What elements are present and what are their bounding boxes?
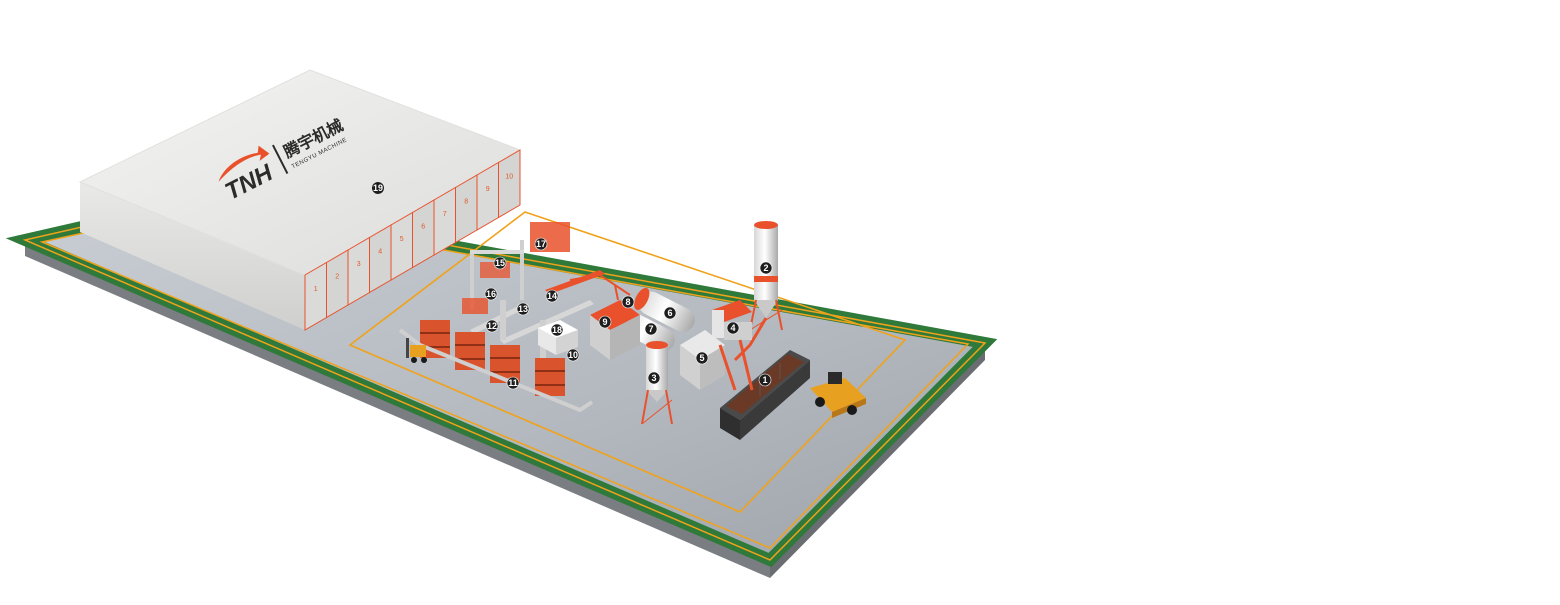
station-marker: 14 <box>545 289 559 303</box>
station-marker-label: 9 <box>602 317 607 327</box>
warehouse-bay-door <box>412 199 435 269</box>
warehouse-bay-number: 5 <box>400 236 404 243</box>
warehouse-bay-number: 3 <box>357 261 361 268</box>
warehouse-bay-number: 7 <box>443 211 447 218</box>
station-marker: 9 <box>598 315 612 329</box>
station-marker-dot <box>758 373 772 387</box>
station-marker: 1 <box>758 373 772 387</box>
work-zone-outline <box>348 211 907 513</box>
warehouse-bay-door <box>304 261 327 331</box>
station-marker-dot <box>484 287 498 301</box>
logo-divider <box>272 144 289 175</box>
product-conveyor <box>470 270 605 344</box>
warehouse-bay-door <box>347 236 370 306</box>
control-cabinet <box>538 320 578 355</box>
station-marker: 16 <box>484 287 498 301</box>
station-marker-dot <box>516 302 530 316</box>
warehouse-bay-number: 6 <box>421 223 425 230</box>
station-marker-label: 17 <box>536 239 546 249</box>
station-marker-label: 2 <box>763 263 768 273</box>
warehouse-bay-door <box>476 161 499 231</box>
station-marker-label: 11 <box>508 378 518 388</box>
station-marker-label: 5 <box>699 353 704 363</box>
warehouse-bay-number: 4 <box>378 248 382 255</box>
warehouse-bay-door <box>433 186 456 256</box>
station-marker-dot <box>566 348 580 362</box>
station-marker: 11 <box>506 376 520 390</box>
station-marker-dot <box>663 306 677 320</box>
warehouse-bay-number: 9 <box>486 186 490 193</box>
forklift-icon <box>406 338 427 363</box>
station-marker-dot <box>545 289 559 303</box>
station-marker: 12 <box>485 319 499 333</box>
station-marker: 4 <box>726 321 740 335</box>
station-marker-dot <box>550 323 564 337</box>
station-marker-label: 13 <box>518 304 528 314</box>
station-marker: 5 <box>695 351 709 365</box>
station-marker: 3 <box>647 371 661 385</box>
warehouse-bay-door <box>369 224 392 294</box>
warehouse-bay-number: 8 <box>464 198 468 205</box>
warehouse-bay-number: 10 <box>505 173 513 180</box>
warehouse-bay-door <box>498 149 521 219</box>
warehouse-bay-number: 1 <box>314 286 318 293</box>
station-marker: 15 <box>493 256 507 270</box>
station-marker-label: 15 <box>495 258 505 268</box>
station-marker-dot <box>598 315 612 329</box>
station-marker-label: 3 <box>651 373 656 383</box>
station-marker-label: 18 <box>552 325 562 335</box>
station-marker-dot <box>726 321 740 335</box>
mixer-tower <box>680 300 754 391</box>
warehouse-bay-door <box>326 249 349 319</box>
station-marker-label: 12 <box>487 321 497 331</box>
station-marker-dot <box>621 295 635 309</box>
warehouse-marker-label: 19 <box>373 183 383 193</box>
logo-swoosh-icon <box>218 145 270 182</box>
station-marker-label: 14 <box>547 291 557 301</box>
station-marker-label: 7 <box>648 324 653 334</box>
station-marker-label: 16 <box>486 289 496 299</box>
warehouse-bay-door <box>390 211 413 281</box>
station-marker: 17 <box>534 237 548 251</box>
station-marker-label: 10 <box>568 350 578 360</box>
pallet-racks <box>398 320 594 413</box>
station-marker-label: 4 <box>730 323 735 333</box>
loader-icon <box>810 372 866 418</box>
station-marker: 2 <box>759 261 773 275</box>
station-marker-dot <box>493 256 507 270</box>
station-marker: 6 <box>663 306 677 320</box>
station-marker-label: 1 <box>762 375 767 385</box>
station-marker-dot <box>534 237 548 251</box>
station-marker: 13 <box>516 302 530 316</box>
warehouse-marker: 19 <box>372 182 384 194</box>
station-marker-dot <box>506 376 520 390</box>
station-marker-dot <box>695 351 709 365</box>
station-marker-label: 8 <box>625 297 630 307</box>
station-marker-dot <box>647 371 661 385</box>
station-marker-dot <box>644 322 658 336</box>
station-marker-dot <box>485 319 499 333</box>
warehouse-bay-number: 2 <box>335 273 339 280</box>
station-marker-dot <box>759 261 773 275</box>
station-marker: 7 <box>644 322 658 336</box>
warehouse-bay-door <box>455 174 478 244</box>
station-marker-label: 6 <box>667 308 672 318</box>
station-marker: 18 <box>550 323 564 337</box>
station-marker: 8 <box>621 295 635 309</box>
station-marker: 10 <box>566 348 580 362</box>
